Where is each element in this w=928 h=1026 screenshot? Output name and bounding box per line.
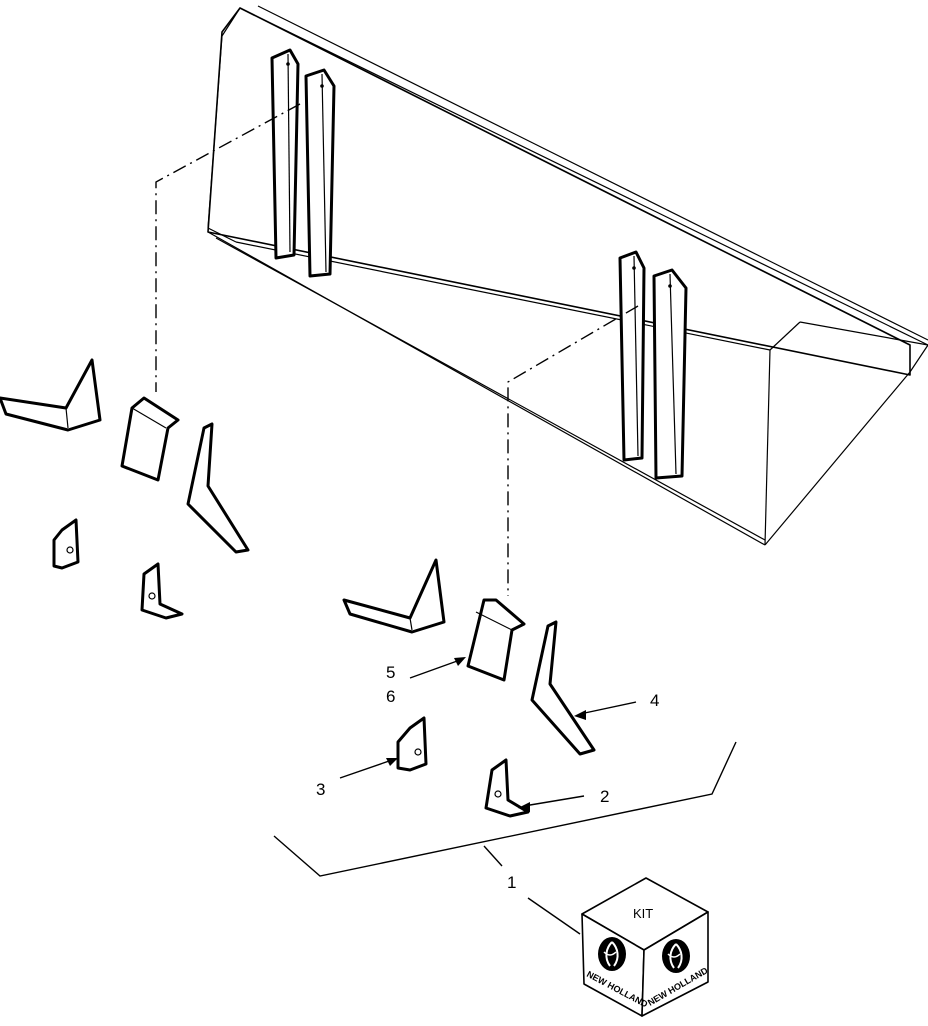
bucket-bracket-right-a bbox=[618, 250, 646, 462]
left-angle-clip bbox=[140, 562, 184, 620]
left-wear-block bbox=[120, 396, 180, 482]
leader-item-2 bbox=[523, 795, 585, 807]
left-long-bracket bbox=[186, 422, 250, 554]
long-bracket-item-4 bbox=[530, 620, 596, 756]
assembly-line-left bbox=[155, 103, 301, 392]
kit-box-label: KIT bbox=[633, 906, 653, 921]
right-v-bracket bbox=[342, 558, 446, 634]
leader-item-3 bbox=[339, 759, 393, 779]
bucket-bracket-left-a bbox=[270, 48, 300, 260]
loader-bucket bbox=[207, 5, 928, 546]
bucket-bracket-right-b bbox=[652, 268, 688, 480]
new-holland-leaf-logo-icon bbox=[598, 937, 626, 971]
arrow-item-3 bbox=[386, 758, 398, 766]
wear-block-item-5-6 bbox=[466, 598, 526, 682]
arrow-item-4 bbox=[574, 710, 586, 720]
callout-6: 6 bbox=[386, 687, 395, 706]
left-small-clip bbox=[52, 518, 80, 570]
callout-1: 1 bbox=[507, 873, 516, 892]
leader-item-5-6 bbox=[409, 659, 461, 679]
kit-group-leader bbox=[483, 845, 503, 867]
callout-5: 5 bbox=[386, 663, 395, 682]
assembly-line-right bbox=[507, 305, 639, 596]
arrow-item-5-6 bbox=[454, 657, 466, 666]
arrow-item-2 bbox=[518, 802, 530, 812]
callout-2: 2 bbox=[600, 787, 609, 806]
angle-clip-item-2 bbox=[484, 758, 530, 818]
kit-group-bracket bbox=[273, 741, 737, 877]
callout-4: 4 bbox=[650, 691, 659, 710]
new-holland-leaf-logo-icon bbox=[662, 939, 690, 973]
callout-3: 3 bbox=[316, 780, 325, 799]
clip-item-3 bbox=[396, 716, 428, 772]
leader-item-1 bbox=[527, 897, 581, 935]
bucket-bracket-left-b bbox=[304, 68, 336, 278]
leader-item-4 bbox=[579, 701, 637, 715]
kit-box: KIT NEW HOLLAND NEW HOLLAND bbox=[581, 877, 710, 1017]
left-v-bracket bbox=[0, 358, 102, 432]
